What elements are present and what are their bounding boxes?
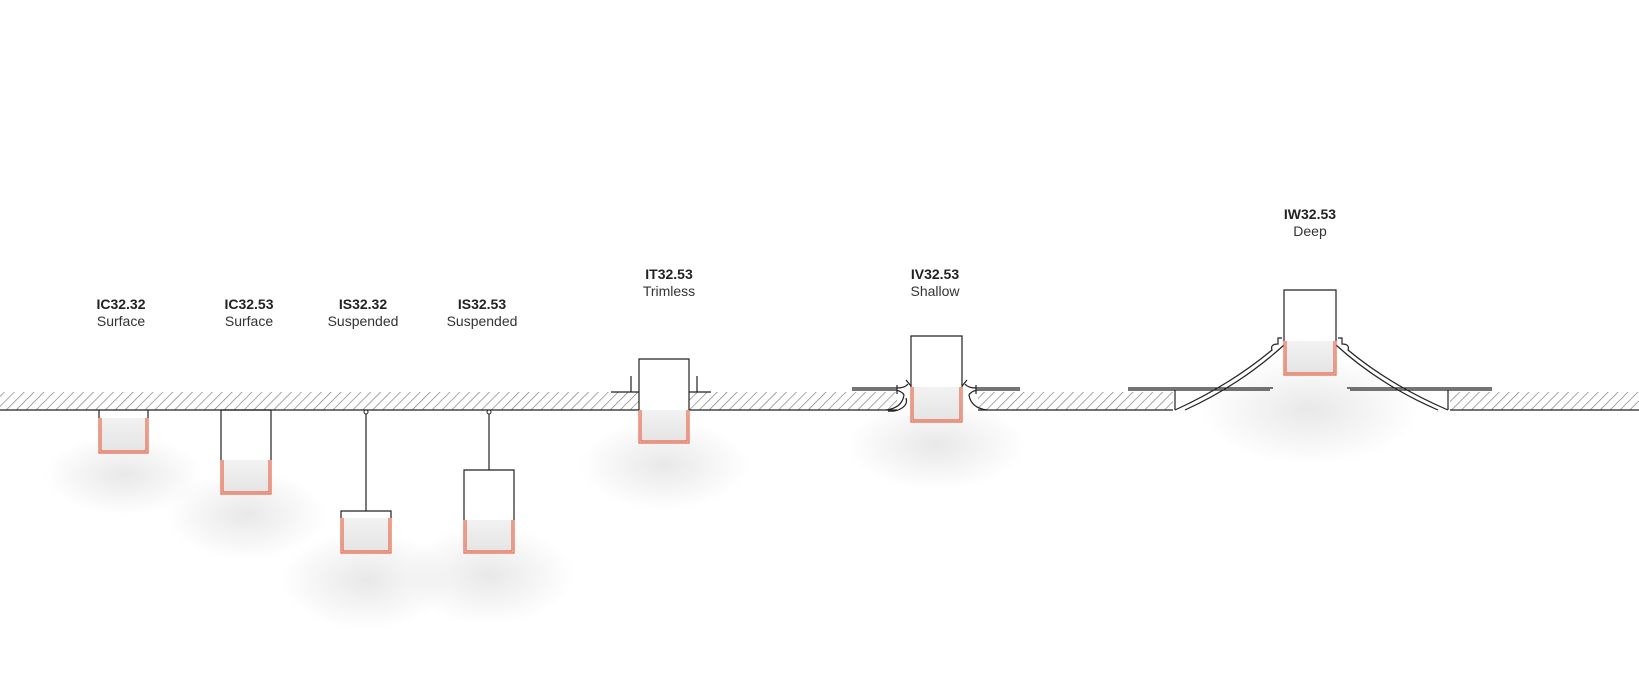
fixture-code: IS32.32 (339, 296, 387, 312)
fixture-type: Surface (97, 313, 145, 329)
fixture-code: IC32.53 (224, 296, 273, 312)
fixture-ic32-53 (220, 409, 272, 495)
ceiling (0, 392, 1639, 411)
fixture-code: IT32.53 (645, 266, 693, 282)
fixture-code: IS32.53 (458, 296, 506, 312)
fixture-type: Surface (225, 313, 273, 329)
fixture-is32-53 (463, 409, 515, 554)
fixture-iw32-53 (1128, 289, 1492, 411)
label-ic32-32: IC32.32 Surface (96, 296, 145, 329)
fixture-code: IW32.53 (1284, 206, 1336, 222)
label-iw32-53: IW32.53 Deep (1284, 206, 1336, 239)
fixture-ic32-32 (98, 410, 149, 454)
fixture-code: IC32.32 (96, 296, 145, 312)
label-is32-32: IS32.32 Suspended (328, 296, 399, 329)
label-iv32-53: IV32.53 Shallow (910, 266, 960, 299)
label-ic32-53: IC32.53 Surface (224, 296, 273, 329)
fixture-it32-53 (611, 358, 711, 444)
fixture-is32-32 (340, 409, 392, 554)
fixture-iv32-53 (852, 335, 1020, 423)
fixture-type: Deep (1293, 223, 1327, 239)
fixture-code: IV32.53 (911, 266, 959, 282)
label-it32-53: IT32.53 Trimless (643, 266, 695, 299)
fixture-type: Suspended (447, 313, 518, 329)
label-is32-53: IS32.53 Suspended (447, 296, 518, 329)
fixture-type: Trimless (643, 283, 695, 299)
fixture-type: Shallow (910, 283, 960, 299)
fixture-type: Suspended (328, 313, 399, 329)
shadows (44, 355, 1420, 630)
